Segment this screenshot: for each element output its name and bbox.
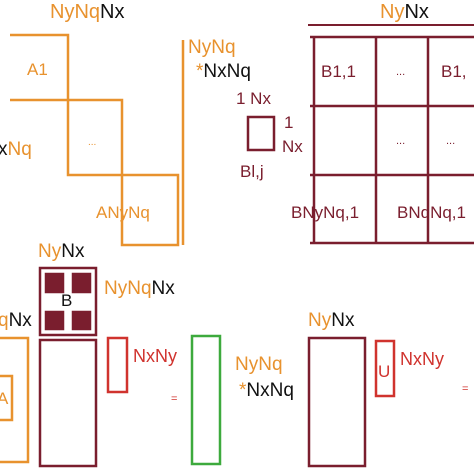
b-matrix-height-label: NyNqNx — [104, 278, 175, 299]
product-matrix — [38, 338, 98, 468]
small-block-right-label-1: 1 — [284, 113, 293, 132]
top-left-side-label-line2: *NxNq — [196, 61, 251, 82]
result-vector — [190, 334, 222, 466]
equals-left: = — [171, 393, 177, 405]
block-anynq-label: ANyNq — [96, 203, 150, 222]
b-matrix-width-label: NyNx — [38, 241, 85, 262]
top-left-left-label: xNq — [0, 139, 32, 160]
middle-side-label-1: NyNq — [235, 354, 283, 375]
b-matrix-letter: B — [61, 291, 72, 310]
block-matrix-b-grid — [308, 24, 474, 245]
top-left-width-label: NyNqNx — [50, 1, 124, 23]
vector-x-label: NxNy — [133, 346, 177, 366]
small-block-bij — [246, 115, 276, 152]
small-block-right-label-2: Nx — [282, 137, 303, 156]
cell-bnqnq1: BNqNq,1 — [397, 203, 466, 222]
small-block-caption: Bl,j — [240, 162, 264, 181]
bottom-a-letter: A — [0, 389, 9, 408]
top-left-side-label-line1: NyNq — [188, 37, 236, 58]
cell-r1c2-ellipsis: ... — [446, 135, 455, 147]
cell-b11: B1,1 — [321, 62, 356, 81]
cell-r1c1-ellipsis: ... — [396, 135, 405, 147]
middle-width-label: NyNx — [308, 310, 355, 331]
equals-right: = — [462, 383, 468, 395]
middle-matrix — [307, 336, 367, 468]
vector-u-letter: U — [378, 362, 390, 381]
b-matrix — [38, 266, 98, 337]
cell-b1-last: B1, — [441, 62, 467, 81]
bottom-a-matrix — [0, 336, 30, 464]
vector-u — [374, 339, 396, 398]
block-diagonal-a — [10, 33, 185, 247]
cell-r0c1-ellipsis: ... — [396, 66, 405, 78]
small-block-top-label: 1 Nx — [236, 89, 271, 108]
vector-u-label: NxNy — [400, 349, 444, 369]
bottom-left-label: qNx — [0, 310, 32, 331]
diagonal-ellipsis: ... — [88, 137, 96, 148]
top-right-width-label: NyNx — [380, 1, 429, 23]
middle-side-label-2: *NxNq — [239, 380, 294, 401]
vector-x — [106, 336, 129, 394]
staircase-outline — [10, 33, 180, 247]
block-a1-label: A1 — [27, 60, 48, 79]
cell-bnynq1: BNyNq,1 — [291, 203, 359, 222]
